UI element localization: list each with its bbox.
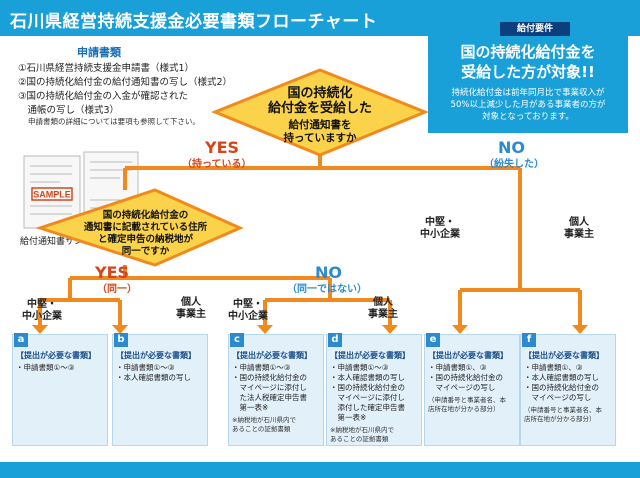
required-doc-item: ②国の持続化給付金の給付通知書の写し（様式2）: [18, 77, 233, 88]
branch-1-yes: YES: [205, 138, 240, 157]
card-line: ・国の持続化給付金の: [232, 373, 307, 382]
question-line: 持っていますか: [283, 132, 357, 144]
question-line: 給付通知書を: [288, 119, 352, 131]
payment-requirement-headline: 国の持続化給付金を 受給した方が対象!!: [436, 42, 620, 82]
headline-line: 国の持続化給付金を: [460, 43, 596, 61]
card-heading: 【提出が必要な書類】: [428, 351, 508, 360]
card-heading: 【提出が必要な書類】: [524, 351, 604, 360]
card-heading: 【提出が必要な書類】: [330, 351, 410, 360]
question-1-diamond: [211, 68, 429, 157]
card-line: 第一表※: [330, 413, 367, 422]
card-line: ・国の持続化給付金の: [524, 383, 599, 392]
branch-2-yes-sub: （同一）: [97, 284, 137, 295]
card-line: 添付した確定申告書: [330, 403, 405, 412]
page-title: 石川県経営持続支援金必要書類フローチャート: [10, 12, 378, 32]
card-line: ・申請書類①～③: [330, 363, 389, 372]
card-line: ・申請書類①、③: [428, 363, 487, 372]
card-line: マイページに添付し: [330, 393, 405, 402]
card-line: マイページに添付し: [232, 383, 307, 392]
question-line: 給付金を受給した: [267, 101, 372, 116]
card-line: ・国の持続化給付金の: [428, 373, 503, 382]
category-smb: 中堅・中小企業: [22, 299, 62, 322]
question-line: 通知書に記載されている住所: [83, 222, 208, 233]
card-note: あることの証拠書類: [232, 425, 291, 433]
card-line: ・申請書類①～③: [116, 363, 175, 372]
sample-caption: 給付通知書サンプル: [20, 237, 101, 247]
required-doc-item: ①石川県経営持続支援金申請書（様式1）: [18, 63, 195, 74]
required-docs-heading: 申請書類: [77, 46, 121, 59]
branch-1-no: NO: [498, 138, 525, 157]
branch-2-yes: YES: [95, 263, 130, 282]
card-note: （申請番号と事業者名、本: [524, 406, 602, 414]
category-individual: 個人事業主: [176, 297, 206, 320]
branch-2-no-sub: （同一ではない）: [287, 284, 367, 295]
card-letter-badge: c: [230, 333, 244, 347]
card-line: マイページの写し: [428, 383, 496, 392]
card-note: あることの証拠書類: [330, 435, 389, 443]
result-card-c: [228, 334, 324, 446]
question-2-diamond: [35, 188, 244, 267]
card-line: ・本人確認書類の写し: [116, 373, 191, 382]
card-heading: 【提出が必要な書類】: [232, 351, 312, 360]
body-line: 対象となっております。: [482, 112, 574, 122]
card-line: ・申請書類①、③: [524, 363, 583, 372]
payment-requirement-body: 持続化給付金は前年同月比で事業収入が 50%以上減少した月がある事業者の方が 対…: [436, 87, 620, 123]
sample-notice-image: SAMPLE: [23, 151, 139, 229]
card-line: マイページの写し: [524, 393, 592, 402]
branch-1-no-sub: （紛失した）: [484, 159, 544, 170]
category-individual: 個人事業主: [368, 297, 398, 320]
card-line: ・国の持続化給付金の: [330, 383, 405, 392]
card-note: 店所在地が分かる部分）: [428, 405, 500, 413]
payment-requirement-panel: [428, 18, 628, 133]
card-line: 第一表※: [232, 403, 269, 412]
question-2-text: 国の持続化給付金の 通知書に記載されている住所 と確定申告の納税地が 同一ですか: [58, 210, 233, 258]
result-card-e: [424, 334, 520, 446]
card-note: ※納税地が石川県内で: [232, 416, 296, 424]
bottom-bar: [0, 462, 640, 478]
question-line: 国の持続化: [287, 86, 353, 101]
card-line: ・本人確認書類の写し: [330, 373, 405, 382]
card-line: ・申請書類①～③: [232, 363, 291, 372]
card-letter-badge: b: [114, 333, 128, 347]
card-note: （申請番号と事業者名、本: [428, 396, 506, 404]
branch-2-no: NO: [315, 263, 342, 282]
required-doc-item: ③国の持続化給付金の入金が確認された: [18, 91, 189, 102]
card-letter-badge: a: [14, 333, 28, 347]
card-heading: 【提出が必要な書類】: [116, 351, 196, 360]
question-line: と確定申告の納税地が: [97, 234, 193, 245]
branch-1-yes-sub: （持っている）: [182, 159, 252, 170]
result-card-a: [12, 334, 108, 446]
card-note: ※納税地が石川県内で: [330, 426, 394, 434]
card-heading: 【提出が必要な書類】: [16, 351, 96, 360]
card-note: 店所在地が分かる部分）: [524, 415, 596, 423]
question-line: 国の持続化給付金の: [102, 210, 189, 221]
headline-line: 受給した方が対象!!: [461, 63, 595, 81]
card-letter-badge: e: [426, 333, 440, 347]
category-smb: 中堅・中小企業: [228, 299, 268, 322]
question-1-body: 給付通知書を 持っていますか: [270, 119, 370, 145]
question-1-heading: 国の持続化 給付金を受給した: [262, 86, 378, 116]
result-card-b: [112, 334, 208, 446]
card-letter-badge: d: [328, 333, 342, 347]
category-smb: 中堅・中小企業: [420, 217, 460, 240]
required-doc-item: 通帳の写し（様式3）: [18, 105, 120, 116]
card-letter-badge: f: [522, 333, 536, 347]
card-line: ・申請書類①～③: [16, 363, 75, 372]
required-docs-note: 申請書類の詳細については要項も参照して下さい。: [28, 117, 200, 126]
question-line: 同一ですか: [121, 246, 170, 257]
category-individual: 個人事業主: [564, 217, 594, 240]
card-line: ・本人確認書類の写し: [524, 373, 599, 382]
result-card-f: [520, 334, 616, 446]
body-line: 50%以上減少した月がある事業者の方が: [450, 100, 606, 110]
sample-stamp: SAMPLE: [33, 190, 71, 200]
result-card-d: [326, 334, 422, 446]
card-line: た法人税確定申告書: [232, 393, 307, 402]
body-line: 持続化給付金は前年同月比で事業収入が: [451, 88, 605, 98]
payment-requirement-tag: 給付要件: [500, 22, 570, 36]
